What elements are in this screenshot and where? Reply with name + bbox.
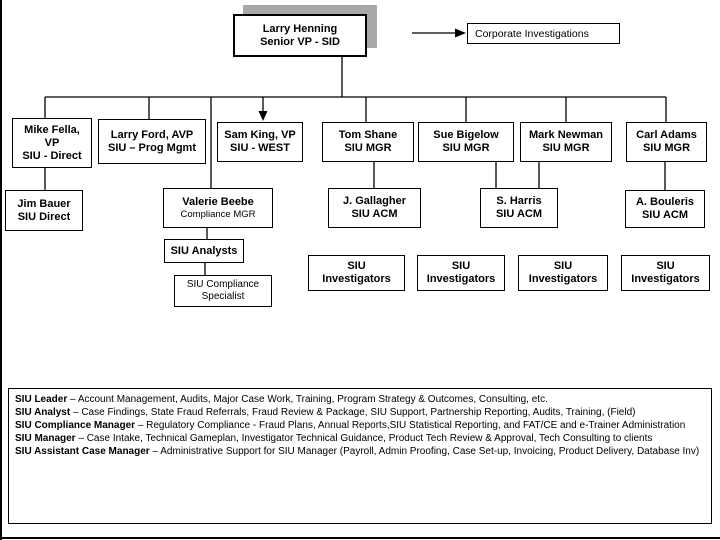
group-label: SIU — [553, 260, 573, 272]
person-title: VP — [44, 136, 60, 149]
org-node-corporate-investigations: Corporate Investigations — [467, 23, 620, 44]
org-node-mike-fella: Mike Fella, VP SIU - Direct — [12, 118, 92, 168]
person-title: SIU Direct — [17, 210, 71, 223]
org-node-siu-investigators-2: SIU Investigators — [417, 255, 505, 291]
legend-term: SIU Leader — [15, 394, 68, 405]
legend-desc: – Case Intake, Technical Gameplan, Inves… — [78, 433, 653, 444]
org-node-j-gallagher: J. Gallagher SIU ACM — [328, 188, 421, 228]
corporate-investigations-label: Corporate Investigations — [475, 27, 589, 40]
legend-desc: – Case Findings, State Fraud Referrals, … — [72, 407, 636, 418]
org-node-sam-king: Sam King, VP SIU - WEST — [217, 122, 303, 162]
legend-desc: – Regulatory Compliance - Fraud Plans, A… — [137, 420, 686, 431]
person-name: Sam King, VP — [224, 129, 296, 141]
person-name: Larry Henning — [262, 22, 338, 35]
org-node-valerie-beebe: Valerie Beebe Compliance MGR — [163, 188, 273, 228]
legend-desc: – Account Management, Audits, Major Case… — [70, 394, 548, 405]
legend-entry-siu-manager: SIU Manager – Case Intake, Technical Gam… — [15, 432, 705, 445]
person-title: Compliance MGR — [180, 208, 256, 220]
org-node-sue-bigelow: Sue Bigelow SIU MGR — [418, 122, 514, 162]
person-title: Senior VP - SID — [260, 35, 340, 48]
person-name: Sue Bigelow — [433, 129, 499, 141]
person-name: Carl Adams — [636, 129, 697, 141]
group-label: Investigators — [631, 273, 700, 285]
slide-left-border — [0, 0, 2, 540]
org-node-tom-shane: Tom Shane SIU MGR — [322, 122, 414, 162]
group-label: Investigators — [426, 273, 496, 285]
org-node-larry-ford: Larry Ford, AVP SIU – Prog Mgmt — [98, 119, 206, 164]
person-title: SIU MGR — [542, 142, 590, 154]
person-title: SIU ACM — [351, 208, 398, 220]
person-title: SIU MGR — [442, 142, 490, 154]
arrow-right-icon — [455, 28, 466, 38]
group-label: Investigators — [528, 273, 598, 285]
org-node-carl-adams: Carl Adams SIU MGR — [626, 122, 707, 162]
person-unit: SIU - Direct — [22, 149, 82, 162]
org-node-siu-investigators-3: SIU Investigators — [518, 255, 608, 291]
org-node-siu-compliance-specialist: SIU Compliance Specialist — [174, 275, 272, 307]
org-node-larry-henning: Larry Henning Senior VP - SID — [233, 14, 367, 57]
legend-entry-siu-leader: SIU Leader – Account Management, Audits,… — [15, 393, 705, 406]
org-node-s-harris: S. Harris SIU ACM — [480, 188, 558, 228]
person-name: Jim Bauer — [17, 197, 71, 210]
group-label: SIU Compliance — [186, 279, 260, 290]
slide-bottom-border — [0, 537, 720, 539]
person-title: SIU ACM — [641, 209, 689, 221]
group-label: SIU Analysts — [170, 244, 238, 257]
person-name: Tom Shane — [338, 129, 398, 141]
legend-desc: – Administrative Support for SIU Manager… — [152, 446, 700, 457]
person-title: SIU - WEST — [230, 142, 290, 154]
org-node-a-bouleris: A. Bouleris SIU ACM — [625, 190, 705, 228]
person-title: SIU MGR — [642, 142, 691, 154]
org-node-siu-investigators-4: SIU Investigators — [621, 255, 710, 291]
legend-term: SIU Manager — [15, 433, 76, 444]
legend-entry-siu-assistant-case-manager: SIU Assistant Case Manager – Administrat… — [15, 445, 705, 458]
person-name: Larry Ford, AVP — [110, 128, 194, 141]
group-label: SIU — [656, 260, 675, 272]
legend-term: SIU Compliance Manager — [15, 420, 136, 431]
hierarchy-lines — [44, 32, 667, 275]
legend-entry-siu-analyst: SIU Analyst – Case Findings, State Fraud… — [15, 406, 705, 419]
person-name: S. Harris — [496, 195, 542, 207]
org-node-mark-newman: Mark Newman SIU MGR — [520, 122, 612, 162]
person-name: Valerie Beebe — [182, 195, 254, 208]
group-label: SIU — [347, 260, 366, 272]
group-label: SIU — [451, 260, 471, 272]
person-name: J. Gallagher — [343, 195, 406, 207]
org-node-siu-investigators-1: SIU Investigators — [308, 255, 405, 291]
role-legend: SIU Leader – Account Management, Audits,… — [8, 388, 712, 524]
person-name: A. Bouleris — [635, 196, 695, 208]
legend-entry-siu-compliance-manager: SIU Compliance Manager – Regulatory Comp… — [15, 419, 705, 432]
org-node-siu-analysts: SIU Analysts — [164, 239, 244, 263]
arrow-down-icon — [258, 111, 268, 121]
person-name: Mark Newman — [529, 129, 603, 141]
legend-term: SIU Assistant Case Manager — [15, 446, 150, 457]
org-node-jim-bauer: Jim Bauer SIU Direct — [5, 190, 83, 231]
group-label: Investigators — [322, 273, 391, 285]
person-title: SIU ACM — [495, 208, 543, 220]
person-title: SIU MGR — [344, 142, 392, 154]
person-name: Mike Fella, — [24, 123, 80, 136]
legend-term: SIU Analyst — [15, 407, 71, 418]
person-title: SIU – Prog Mgmt — [107, 141, 196, 154]
group-label: Specialist — [201, 291, 245, 302]
